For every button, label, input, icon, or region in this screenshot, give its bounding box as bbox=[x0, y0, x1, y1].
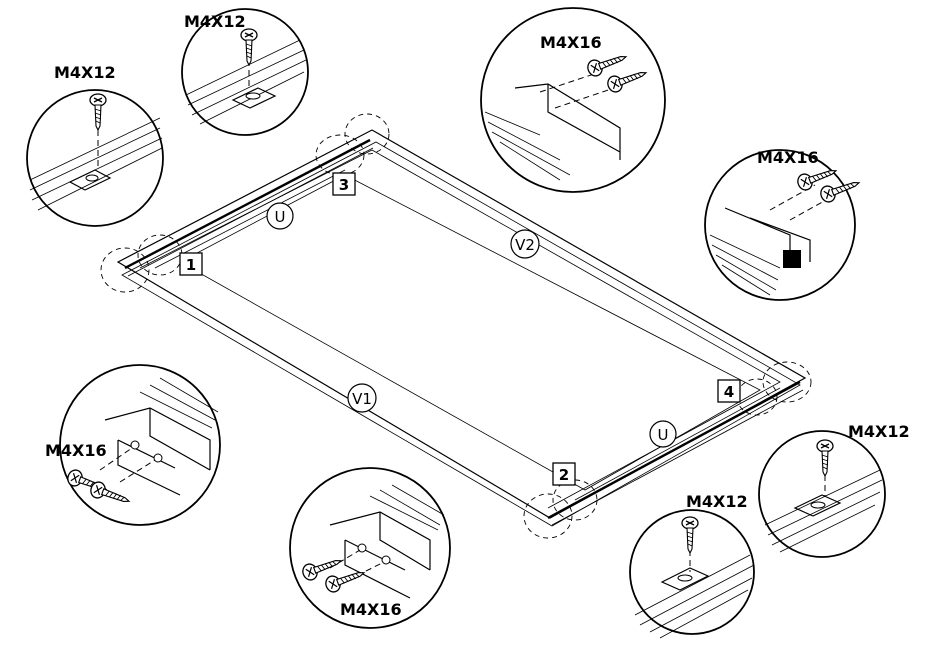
detail-bottom-right-large bbox=[759, 431, 885, 557]
position-2: 2 bbox=[553, 463, 575, 485]
part-u-bottom: U bbox=[650, 421, 676, 447]
position-2-label: 2 bbox=[559, 466, 569, 484]
detail-top-center-left-screw-label: M4X12 bbox=[184, 12, 246, 31]
detail-top-right bbox=[705, 150, 862, 300]
position-4-label: 4 bbox=[724, 383, 734, 401]
detail-bottom-right-small bbox=[630, 510, 754, 638]
position-3: 3 bbox=[333, 173, 355, 195]
part-v2-label: V2 bbox=[515, 236, 535, 254]
detail-top-right-screw-label: M4X16 bbox=[757, 148, 819, 167]
detail-bottom-right-large-screw-label: M4X12 bbox=[848, 422, 910, 441]
detail-top-left-screw-label: M4X12 bbox=[54, 63, 116, 82]
position-3-label: 3 bbox=[339, 176, 349, 194]
part-v1: V1 bbox=[348, 384, 376, 412]
position-1: 1 bbox=[180, 253, 202, 275]
part-v2: V2 bbox=[511, 230, 539, 258]
position-4: 4 bbox=[718, 380, 740, 402]
detail-bottom-right-small-screw-label: M4X12 bbox=[686, 492, 748, 511]
part-v1-label: V1 bbox=[352, 390, 372, 408]
detail-bottom-left-screw-label: M4X16 bbox=[45, 441, 107, 460]
detail-bottom-center-screw-label: M4X16 bbox=[340, 600, 402, 619]
part-u-top-label: U bbox=[275, 208, 286, 226]
part-u-bottom-label: U bbox=[658, 426, 669, 444]
position-1-label: 1 bbox=[186, 256, 196, 274]
detail-top-left bbox=[27, 90, 163, 226]
part-u-top: U bbox=[267, 203, 293, 229]
detail-top-center-screw-label: M4X16 bbox=[540, 33, 602, 52]
